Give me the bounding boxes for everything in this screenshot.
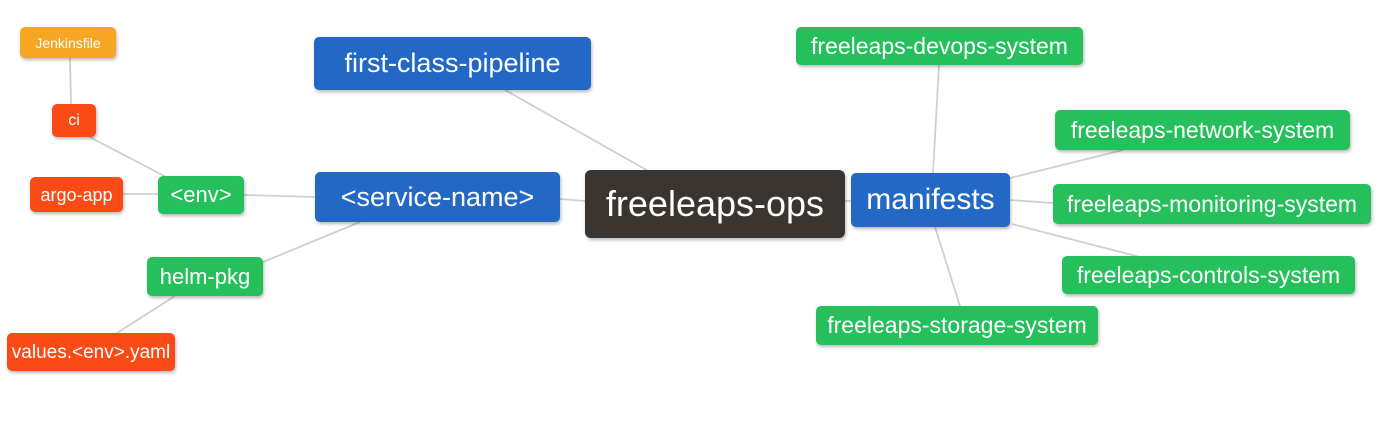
edge-manifests-monitoring [1009,199,1054,204]
node-devops-system[interactable]: freeleaps-devops-system [796,27,1083,65]
node-jenkinsfile[interactable]: Jenkinsfile [20,27,116,58]
node-manifests[interactable]: manifests [851,173,1010,227]
node-freeleaps-ops-root[interactable]: freeleaps-ops [585,170,845,238]
edge-manifests-storage [934,226,961,307]
edge-manifests-devops [932,64,940,174]
edge-helmpkg-valuesyaml [116,295,176,334]
node-first-class-pipeline[interactable]: first-class-pipeline [314,37,591,90]
edge-servicename-root [559,198,586,202]
node-storage-system[interactable]: freeleaps-storage-system [816,306,1098,345]
node-helm-pkg[interactable]: helm-pkg [147,257,263,296]
node-network-system[interactable]: freeleaps-network-system [1055,110,1350,150]
edge-jenkinsfile-ci [69,57,72,105]
edge-servicename-helmpkg [262,221,361,263]
edge-pipeline-root [504,89,651,173]
edge-manifests-network [1009,149,1124,179]
node-env[interactable]: <env> [158,176,244,214]
node-service-name[interactable]: <service-name> [315,172,560,222]
node-ci[interactable]: ci [52,104,96,137]
edge-manifests-controls [1011,223,1141,258]
node-controls-system[interactable]: freeleaps-controls-system [1062,256,1355,294]
edge-ci-env [83,133,169,179]
edge-env-servicename [243,194,316,198]
node-monitoring-system[interactable]: freeleaps-monitoring-system [1053,184,1371,224]
node-argo-app[interactable]: argo-app [30,177,123,212]
node-values-env-yaml[interactable]: values.<env>.yaml [7,333,175,371]
